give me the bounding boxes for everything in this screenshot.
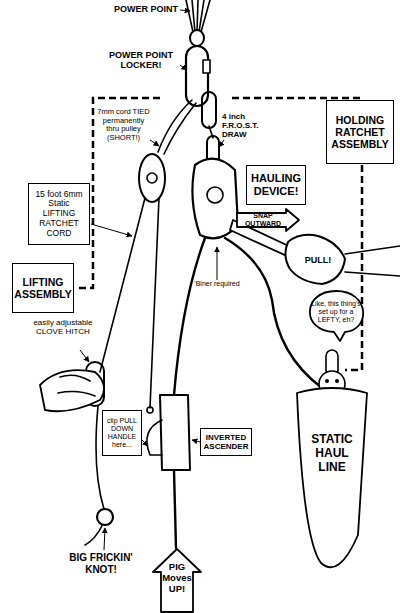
note-label: 7mm cord TIED permanently thru pulley (S… [97,108,150,143]
node-text: 15 foot 6mm Static LIFTING RATCHET CORD [31,190,87,239]
right-hand [285,235,345,284]
node-text: SNAP OUTWARD [238,212,288,228]
power-point-knot [190,30,204,46]
snap-arrow: SNAP OUTWARD [236,208,300,232]
note-box: clip PULL DOWN HANDLE here... [102,410,142,456]
leader-line [80,350,89,362]
node-text: LIFTING ASSEMBLY [14,276,71,300]
part-label: POWER POINT [100,4,178,14]
leader-line [104,528,105,550]
direction-arrow: PIG Moves UP! [152,548,202,613]
creature-eye [335,379,339,383]
node-text: HAULING DEVICE! [249,172,303,197]
node-text: STATIC HAUL LINE [302,433,362,474]
action-label: PULL! [300,255,336,265]
ascender-handle [147,420,162,455]
leader-line [219,140,224,147]
leader-line [192,440,200,442]
node-outline [294,385,370,580]
leader-line [180,10,190,11]
speech-bubble: Like, this thing's set up for a LEFTY, e… [300,290,372,342]
node-text: HOLDING RATCHET ASSEMBLY [329,114,391,150]
lifting-cord [150,198,159,408]
cord-box: 15 foot 6mm Static LIFTING RATCHET CORD [28,183,90,245]
part-box: INVERTED ASCENDER [200,428,252,456]
leader-line [180,65,187,70]
pulley [139,154,165,202]
assembly-bracket [345,165,362,370]
node-outline [300,290,372,342]
locker-carabiner [186,46,208,106]
note-label: easily adjustable CLOVE HITCH [30,318,96,336]
outline-path [153,549,201,612]
assembly-box: HOLDING RATCHET ASSEMBLY [326,100,394,164]
sleeve [345,246,400,276]
stopper-knot [97,509,113,525]
anchor-strands [186,0,210,32]
node-text: INVERTED ASCENDER [202,433,250,451]
outline-path [237,209,299,231]
pulley-cord [158,100,196,154]
note-label: 'Biner required [194,280,240,288]
device-box: HAULING DEVICE! [246,165,306,205]
node-text: clip PULL DOWN HANDLE here... [104,417,140,449]
leader-line [217,247,218,280]
part-label: BIG FRICKIN' KNOT! [58,552,144,575]
draw-carabiner [202,92,216,128]
locker-gate [203,60,210,73]
leader-line [150,140,159,146]
part-label: POWER POINT LOCKER! [104,50,178,71]
handle-clip [147,407,153,413]
haul-bag: STATIC HAUL LINE [294,385,370,580]
outline-path [297,388,367,567]
node-text: Like, this thing's set up for a LEFTY, e… [308,300,364,324]
inverted-ascender [160,395,190,470]
left-hand [40,370,104,411]
outline-path [310,291,363,341]
lifting-cord [100,198,145,372]
creature-eye [325,379,329,383]
leader-line [91,224,132,236]
leader-line [142,440,148,446]
node-text: PIG Moves UP! [160,562,194,595]
part-label: 4 inch F.R.O.S.T. DRAW [222,112,268,140]
device-cam [207,187,223,203]
finger-lines [58,375,95,396]
assembly-box: LIFTING ASSEMBLY [12,263,74,313]
pulley-axle [147,173,157,183]
